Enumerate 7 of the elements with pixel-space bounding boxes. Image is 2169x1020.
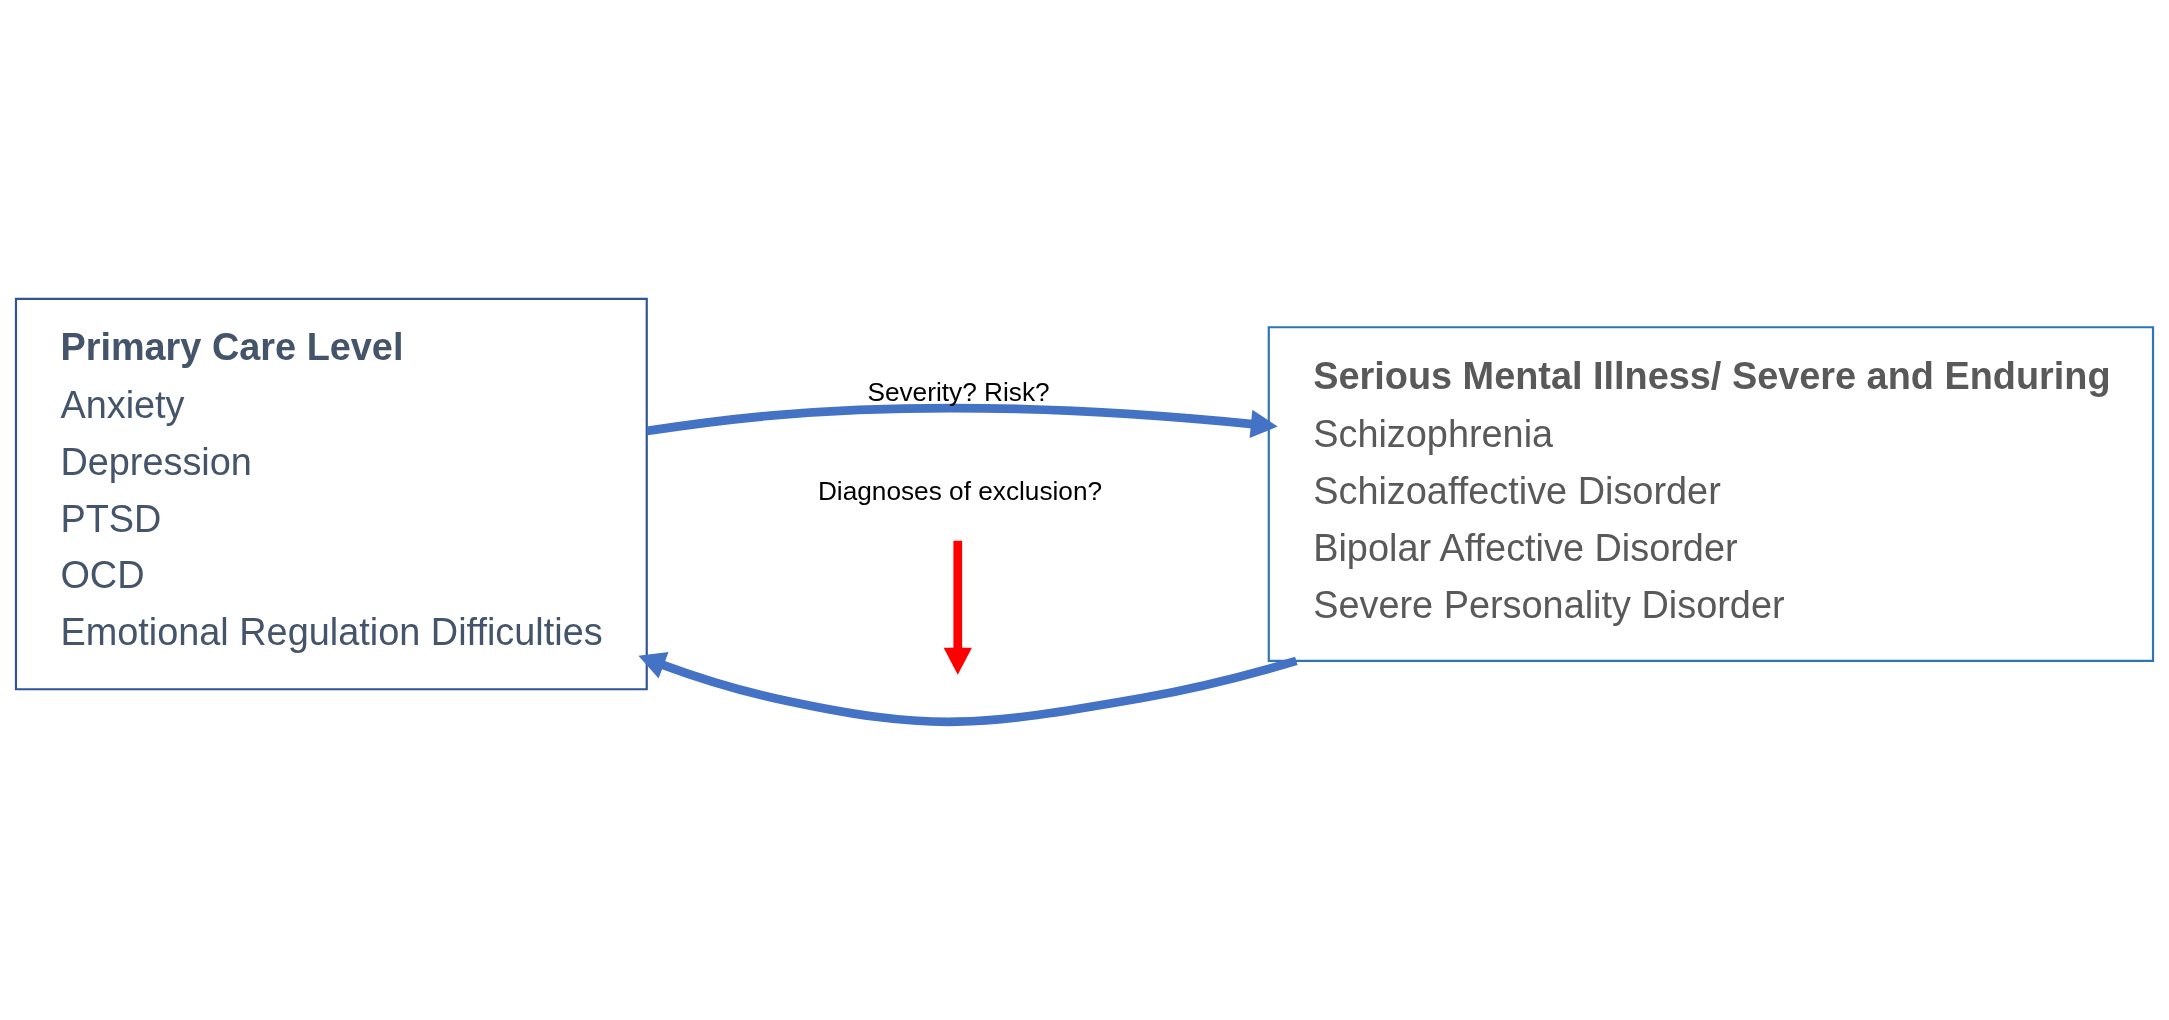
- node-text: Diagnoses of exclusion?: [817, 475, 1103, 506]
- arrow: [943, 540, 972, 675]
- arrow: [646, 403, 1278, 438]
- edge-label: Severity? Risk?: [867, 376, 1050, 407]
- arrow: [638, 651, 1298, 726]
- node-box: Serious Mental Illness/ Severe and Enduring Schizophrenia Schizoaffective Disorder Bipolar Affective Disorder Severe Personality Disorder: [1267, 325, 2155, 662]
- node-box: Primary Care Level Anxiety Depression PTSD OCD Emotional Regulation Difficulties: [14, 297, 648, 690]
